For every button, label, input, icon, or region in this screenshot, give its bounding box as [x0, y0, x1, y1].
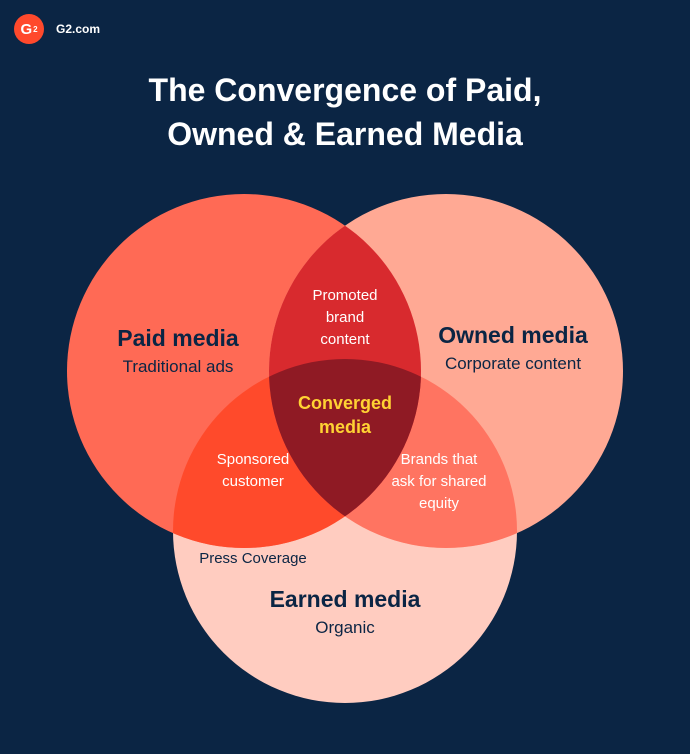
logo-letter: G — [20, 20, 33, 38]
earned-media-title: Earned media — [270, 586, 421, 612]
owned-earned-label-3: equity — [419, 495, 460, 512]
earned-media-subtitle: Organic — [315, 618, 375, 637]
title-line-2: Owned & Earned Media — [167, 116, 523, 152]
logo-superscript: 2 — [33, 24, 38, 34]
paid-owned-label-2: brand — [326, 309, 364, 326]
owned-media-subtitle: Corporate content — [445, 354, 581, 373]
page-title: The Convergence of Paid, Owned & Earned … — [0, 68, 690, 156]
brand-site: G2.com — [56, 22, 101, 36]
press-coverage-label: Press Coverage — [199, 550, 307, 567]
paid-media-subtitle: Traditional ads — [123, 357, 234, 376]
converged-label-2: media — [319, 417, 372, 437]
owned-earned-label-1: Brands that — [401, 451, 479, 468]
owned-earned-label-2: ask for shared — [391, 473, 486, 490]
paid-owned-label-3: content — [320, 331, 370, 348]
paid-owned-label-1: Promoted — [312, 287, 377, 304]
owned-media-title: Owned media — [438, 322, 588, 348]
paid-earned-label-1: Sponsored — [217, 451, 290, 468]
title-line-1: The Convergence of Paid, — [148, 72, 542, 108]
paid-earned-label-2: customer — [222, 473, 284, 490]
converged-label-1: Converged — [298, 393, 392, 413]
paid-media-title: Paid media — [117, 325, 239, 351]
